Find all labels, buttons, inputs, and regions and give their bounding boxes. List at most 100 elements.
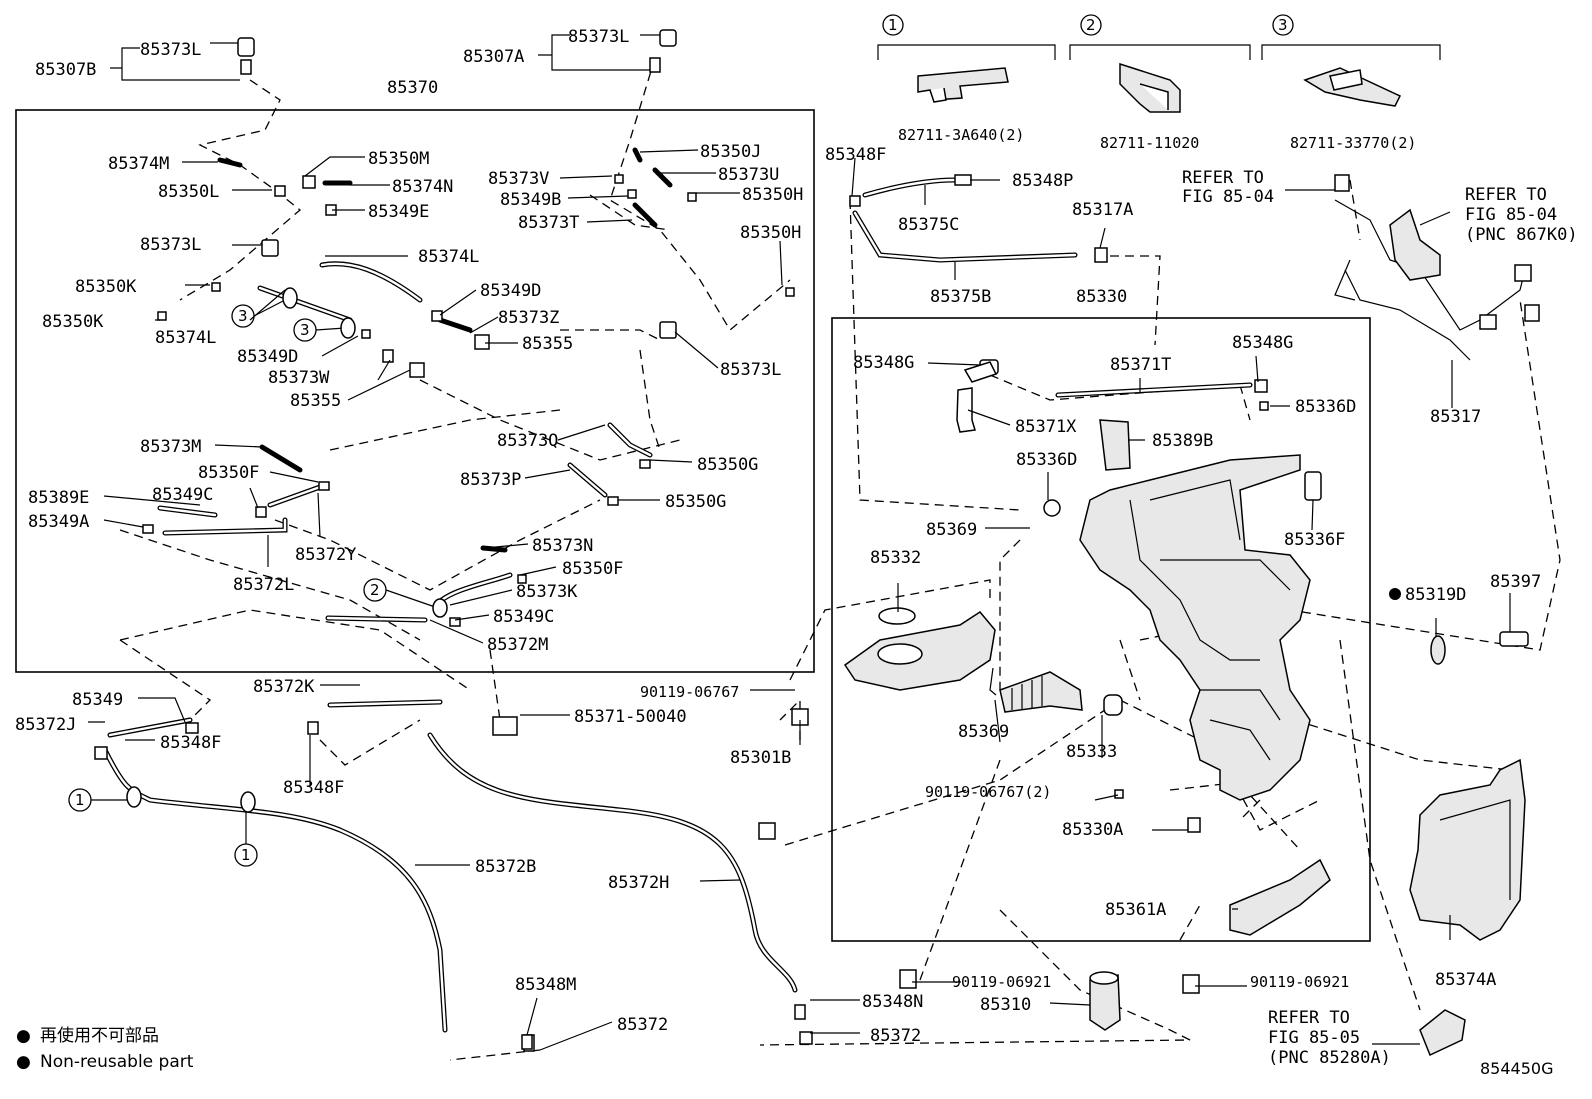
dashed-leaders: [119, 57, 1561, 1061]
hose-85369-icon: [989, 667, 1083, 713]
label-85348G-b: 85348G: [1232, 333, 1293, 353]
label-85371T: 85371T: [1110, 355, 1171, 375]
pump-85310-icon: [1089, 971, 1121, 1031]
label-85349B: 85349B: [500, 190, 561, 210]
label-85348N: 85348N: [862, 992, 923, 1012]
label-85349E: 85349E: [368, 202, 429, 222]
group-bracket-1: [877, 44, 1056, 60]
group-circle-3-num: 3: [1278, 16, 1288, 34]
label-85372K: 85372K: [253, 677, 315, 697]
bracket-85361A-icon: [1229, 858, 1331, 936]
label-85319D: 85319D: [1405, 585, 1466, 605]
tank-strip-85389B-icon: [1099, 419, 1131, 471]
refer-3-line3: (PNC 85280A): [1268, 1048, 1391, 1068]
label-85369-a: 85369: [926, 520, 977, 540]
clamp-82711-33770-icon: [1303, 67, 1402, 107]
refer-2-line3: (PNC 867K0): [1465, 225, 1578, 245]
inlet-85371X-icon: [956, 361, 998, 433]
label-85371-50040: 85371-50040: [574, 707, 687, 727]
group-bracket-3: [1261, 44, 1441, 60]
legend-japanese: 再使用不可部品: [40, 1025, 159, 1046]
label-85307B: 85307B: [35, 60, 96, 80]
ref-circle-1b-num: 1: [241, 846, 251, 864]
label-85372-b: 85372: [870, 1026, 921, 1046]
label-85348F-b: 85348F: [283, 778, 344, 798]
label-leaders: [88, 34, 1511, 1051]
label-85373U: 85373U: [718, 165, 779, 185]
label-90119-06767-a: 90119-06767: [640, 683, 739, 701]
label-85373V: 85373V: [488, 169, 549, 189]
label-85374M: 85374M: [108, 154, 169, 174]
label-85348F-c: 85348F: [825, 145, 886, 165]
label-85373W: 85373W: [268, 368, 330, 388]
label-85333: 85333: [1066, 742, 1117, 762]
non-reusable-marker-icon: [1389, 588, 1401, 600]
washer-tank-85330-icon: [1079, 454, 1311, 801]
refer-1-line2: FIG 85-04: [1182, 187, 1274, 207]
label-85361A: 85361A: [1105, 900, 1166, 920]
label-82711-11020: 82711-11020: [1100, 134, 1199, 152]
label-85355-a: 85355: [290, 391, 341, 411]
label-85348M: 85348M: [515, 975, 576, 995]
clamp-82711-11020-icon: [1119, 62, 1181, 113]
connector-85319D-icon: [1430, 635, 1446, 665]
label-85301B: 85301B: [730, 748, 791, 768]
group-circle-2: [1080, 14, 1102, 36]
label-85349: 85349: [72, 690, 123, 710]
figure-code: 854450G: [1480, 1059, 1553, 1078]
label-85349D-b: 85349D: [480, 281, 541, 301]
label-85330: 85330: [1076, 287, 1127, 307]
refer-2-line2: FIG 85-04: [1465, 205, 1557, 225]
refer-1-line1: REFER TO: [1182, 168, 1264, 188]
label-85348P: 85348P: [1012, 171, 1073, 191]
label-85389E: 85389E: [28, 488, 89, 508]
legend: ● 再使用不可部品 ● Non-reusable part: [16, 1025, 194, 1072]
label-85317: 85317: [1430, 407, 1481, 427]
group-circle-2-num: 2: [1086, 16, 1096, 34]
label-85350H-a: 85350H: [742, 185, 803, 205]
label-85349C-a: 85349C: [152, 485, 213, 505]
label-85332: 85332: [870, 548, 921, 568]
label-85372J: 85372J: [15, 715, 76, 735]
label-85373P: 85373P: [460, 470, 521, 490]
label-85350F-a: 85350F: [198, 463, 259, 483]
connector-ref-85280A-icon: [1419, 1009, 1466, 1057]
label-85372Y: 85372Y: [295, 545, 356, 565]
label-85373Z: 85373Z: [498, 308, 559, 328]
label-85370: 85370: [387, 78, 438, 98]
label-85373K: 85373K: [516, 582, 578, 602]
legend-bullet-1: ●: [16, 1026, 31, 1046]
label-85373L-c: 85373L: [140, 235, 201, 255]
refer-2-line1: REFER TO: [1465, 185, 1547, 205]
label-90119-06921-b: 90119-06921: [1250, 973, 1349, 991]
group-circle-3: [1272, 14, 1294, 36]
label-85375C: 85375C: [898, 215, 959, 235]
label-85371X: 85371X: [1015, 417, 1077, 437]
label-85348G-a: 85348G: [853, 353, 914, 373]
label-85310: 85310: [980, 995, 1031, 1015]
group-bracket-2: [1069, 44, 1251, 60]
label-85336F: 85336F: [1284, 530, 1345, 550]
label-85373M: 85373M: [140, 437, 201, 457]
label-85389B: 85389B: [1152, 431, 1213, 451]
refer-3-line2: FIG 85-05: [1268, 1028, 1360, 1048]
label-85355-b: 85355: [522, 334, 573, 354]
label-85372-a: 85372: [617, 1015, 668, 1035]
filler-85332-icon: [843, 607, 996, 691]
refer-3-line1: REFER TO: [1268, 1008, 1350, 1028]
label-85372M: 85372M: [487, 635, 548, 655]
label-85372B: 85372B: [475, 857, 536, 877]
label-85374L-b: 85374L: [155, 328, 216, 348]
harness-85317-icon: [1334, 199, 1540, 361]
ref-circles: 3 3 2 1 1: [68, 287, 448, 867]
label-85350K-b: 85350K: [42, 312, 104, 332]
part-labels: 85307B 85373L 85307A 85373L 85370 85374M…: [15, 27, 1541, 1046]
legend-english: Non-reusable part: [40, 1052, 194, 1072]
assembly-85370-frame: [15, 109, 815, 673]
connectors: [94, 29, 1529, 1052]
label-85350G-b: 85350G: [665, 492, 726, 512]
hoses: [102, 147, 1253, 1033]
label-85374L-a: 85374L: [418, 247, 479, 267]
clamp-82711-3A640-icon: [917, 67, 1009, 103]
